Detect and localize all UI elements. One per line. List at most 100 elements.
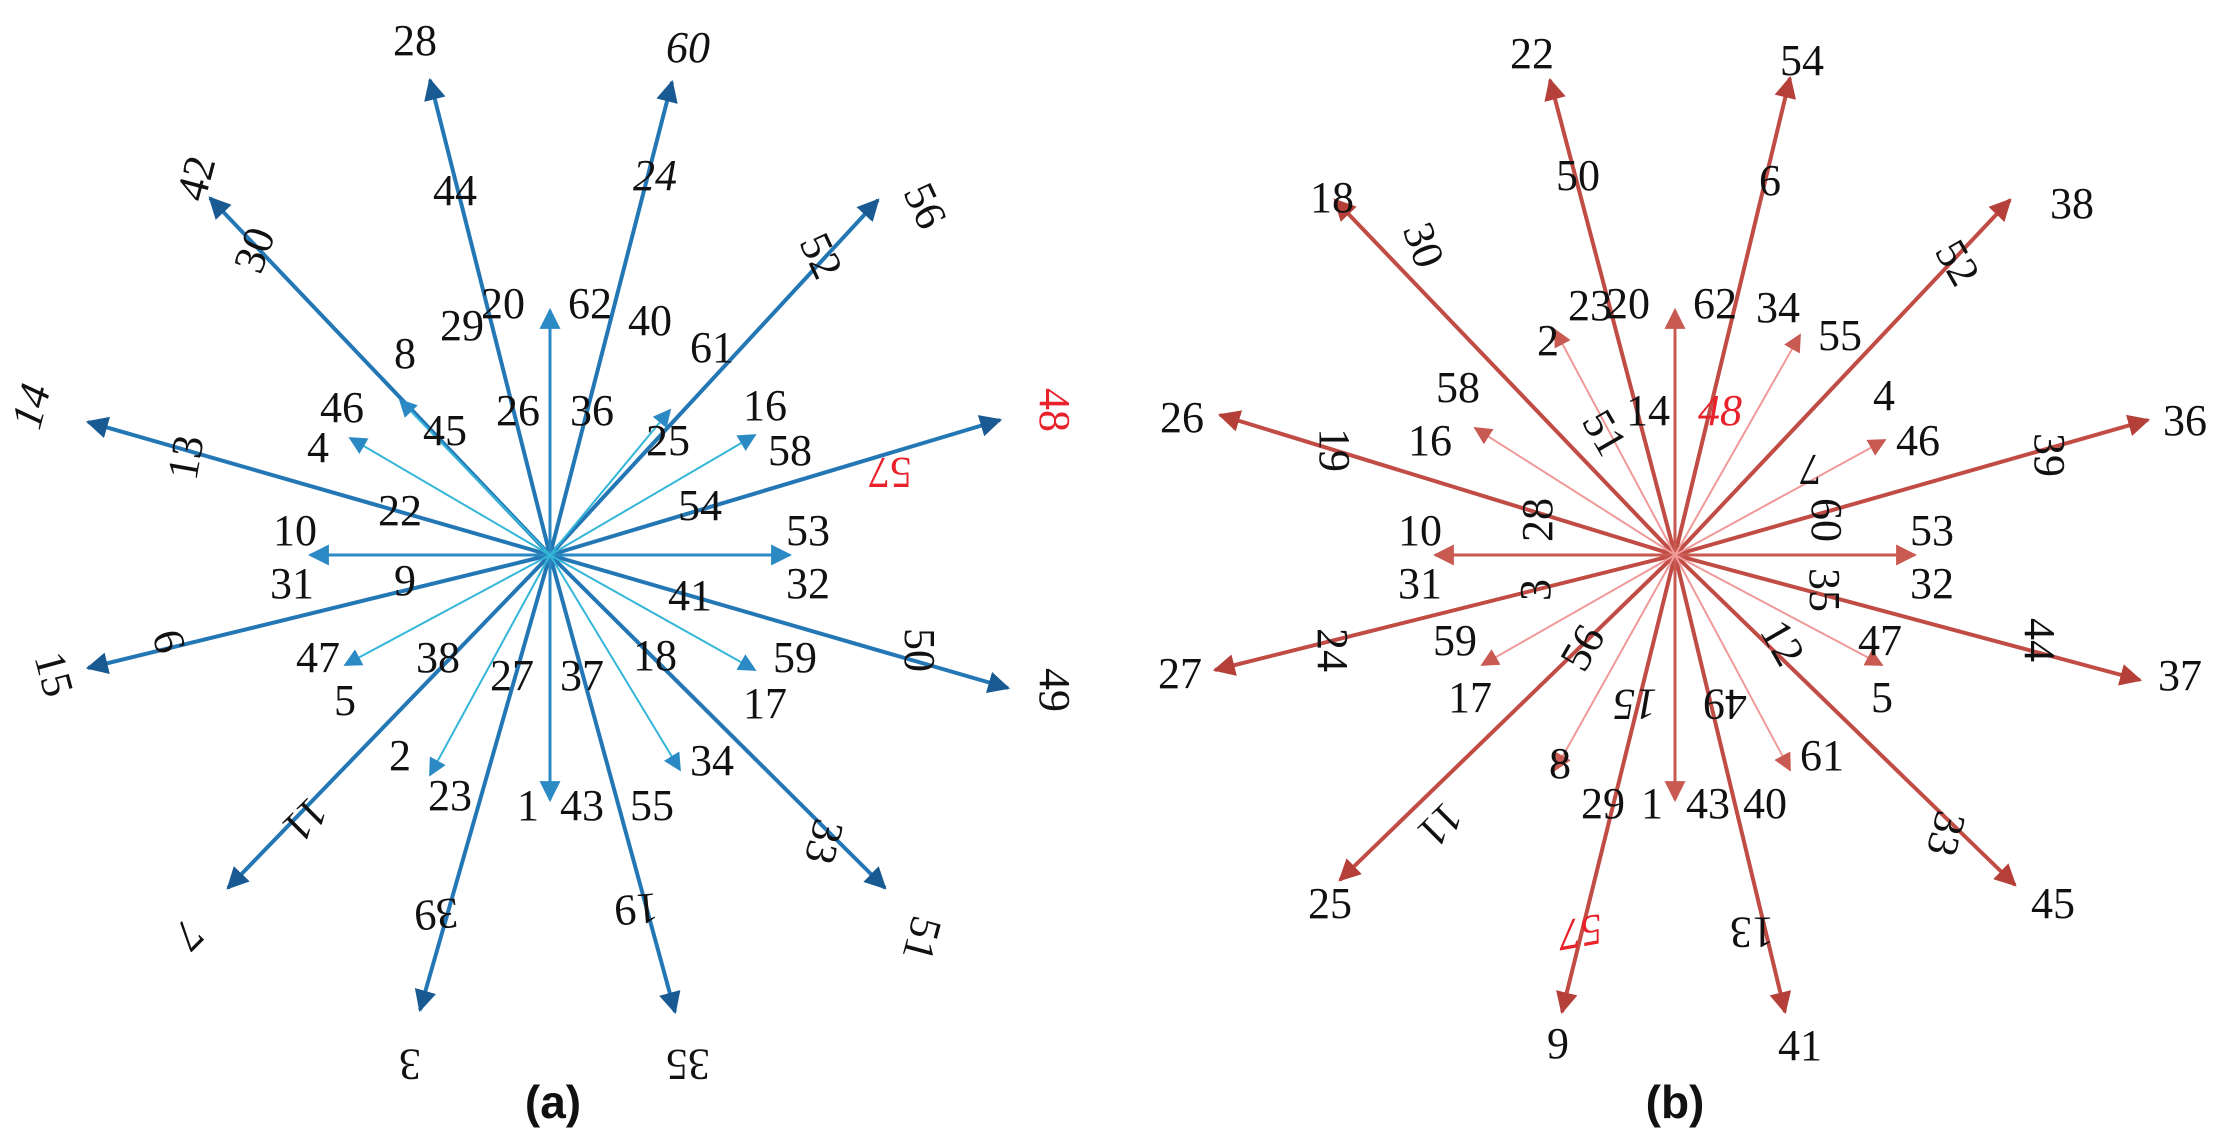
arrow-26 bbox=[1217, 410, 1676, 557]
label-48: 48 bbox=[1030, 388, 1079, 432]
label-31: 31 bbox=[270, 559, 314, 608]
arrow-61 bbox=[1674, 554, 1791, 772]
label-2: 2 bbox=[1537, 316, 1559, 365]
labels-b: 20 62 22 50 23 2 14 54 6 34 55 48 18 30 … bbox=[1158, 29, 2207, 1070]
arrow-28 bbox=[424, 77, 552, 556]
label-18: 18 bbox=[633, 631, 677, 680]
label-38: 38 bbox=[2050, 179, 2094, 228]
label-40: 40 bbox=[628, 296, 672, 345]
arrow-55 bbox=[1674, 333, 1801, 556]
label-57: 57 bbox=[1553, 904, 1607, 960]
label-44: 44 bbox=[433, 166, 477, 215]
label-10: 10 bbox=[1398, 506, 1442, 555]
label-26: 26 bbox=[496, 386, 540, 435]
label-5: 5 bbox=[1871, 673, 1893, 722]
label-27: 27 bbox=[1158, 649, 1202, 698]
arrow-2 bbox=[1554, 328, 1676, 556]
label-25: 25 bbox=[1308, 879, 1352, 928]
label-9: 9 bbox=[1547, 1019, 1569, 1068]
label-33: 33 bbox=[795, 814, 854, 869]
arrow-37 bbox=[1674, 553, 2143, 686]
label-7: 7 bbox=[163, 910, 213, 960]
label-17: 17 bbox=[1448, 673, 1492, 722]
arrow-47 bbox=[1674, 554, 1884, 666]
label-41: 41 bbox=[668, 571, 712, 620]
label-20: 20 bbox=[481, 279, 525, 328]
arrow-54 bbox=[1673, 75, 1797, 556]
label-2: 2 bbox=[389, 731, 411, 780]
label-39: 39 bbox=[412, 888, 460, 941]
label-34: 34 bbox=[690, 736, 734, 785]
label-54: 54 bbox=[678, 481, 722, 530]
label-3: 3 bbox=[399, 1040, 421, 1089]
label-44: 44 bbox=[2015, 618, 2064, 662]
label-17: 17 bbox=[743, 679, 787, 728]
label-35: 35 bbox=[666, 1040, 710, 1089]
label-40: 40 bbox=[1743, 779, 1787, 828]
arrow-46 bbox=[1674, 439, 1887, 556]
arrow-16 bbox=[1473, 427, 1676, 556]
mid-arrows-b bbox=[1432, 307, 1918, 803]
label-32: 32 bbox=[1910, 559, 1954, 608]
label-4: 4 bbox=[1873, 371, 1895, 420]
label-36: 36 bbox=[2163, 396, 2207, 445]
arrow-48 bbox=[549, 415, 1003, 557]
label-14: 14 bbox=[2, 379, 61, 434]
arrow-61 bbox=[549, 408, 672, 556]
arrow-18 bbox=[1333, 198, 1677, 557]
arrow-9 bbox=[1556, 554, 1677, 1015]
arrow-15 bbox=[85, 553, 551, 674]
label-49: 49 bbox=[1703, 680, 1747, 729]
label-6: 6 bbox=[1759, 156, 1781, 205]
label-24: 24 bbox=[633, 151, 677, 200]
arrow-41 bbox=[1673, 554, 1792, 1015]
arrow-45 bbox=[1673, 553, 2017, 887]
label-56: 56 bbox=[1550, 616, 1614, 679]
label-35: 35 bbox=[1800, 568, 1849, 612]
label-31: 31 bbox=[1398, 559, 1442, 608]
label-43: 43 bbox=[560, 781, 604, 830]
label-16: 16 bbox=[1408, 416, 1452, 465]
label-8: 8 bbox=[1549, 739, 1571, 788]
arrow-25 bbox=[1338, 553, 1677, 882]
label-30: 30 bbox=[224, 221, 285, 279]
arrow-56 bbox=[548, 198, 880, 557]
label-13: 13 bbox=[1730, 908, 1774, 957]
inner-arrows bbox=[343, 398, 757, 777]
label-3: 3 bbox=[1511, 579, 1560, 601]
label-39: 39 bbox=[2025, 433, 2074, 477]
arrow-2 bbox=[429, 554, 551, 777]
star-diagram-a: 20 62 28 44 29 8 26 60 24 40 61 36 42 30… bbox=[2, 16, 1079, 1128]
label-5: 5 bbox=[334, 676, 356, 725]
label-49: 49 bbox=[1030, 668, 1079, 712]
arrow-8 bbox=[398, 398, 551, 556]
label-29: 29 bbox=[440, 301, 484, 350]
label-1: 1 bbox=[1641, 779, 1663, 828]
arrow-16 bbox=[549, 434, 757, 556]
arrow-59 bbox=[549, 554, 757, 671]
label-1: 1 bbox=[517, 781, 539, 830]
label-41: 41 bbox=[1778, 1021, 1822, 1070]
label-61: 61 bbox=[690, 323, 734, 372]
label-50: 50 bbox=[895, 628, 944, 672]
arrow-35 bbox=[548, 554, 681, 1015]
label-9: 9 bbox=[394, 556, 416, 605]
panel-b: 20 62 22 50 23 2 14 54 6 34 55 48 18 30 … bbox=[1110, 0, 2220, 1138]
arrow-51 bbox=[548, 553, 887, 890]
label-48: 48 bbox=[1698, 386, 1742, 435]
label-25: 25 bbox=[646, 416, 690, 465]
label-55: 55 bbox=[1818, 311, 1862, 360]
label-15: 15 bbox=[1613, 680, 1657, 729]
arrow-17 bbox=[1480, 554, 1676, 666]
label-22: 22 bbox=[378, 486, 422, 535]
label-58: 58 bbox=[1436, 363, 1480, 412]
label-29: 29 bbox=[1581, 779, 1625, 828]
label-47: 47 bbox=[1858, 616, 1902, 665]
label-52: 52 bbox=[1925, 231, 1989, 294]
label-53: 53 bbox=[1910, 506, 1954, 555]
arrow-34 bbox=[549, 554, 681, 772]
label-46: 46 bbox=[1896, 416, 1940, 465]
label-45: 45 bbox=[423, 406, 467, 455]
label-26: 26 bbox=[1160, 393, 1204, 442]
label-45: 45 bbox=[2031, 879, 2075, 928]
